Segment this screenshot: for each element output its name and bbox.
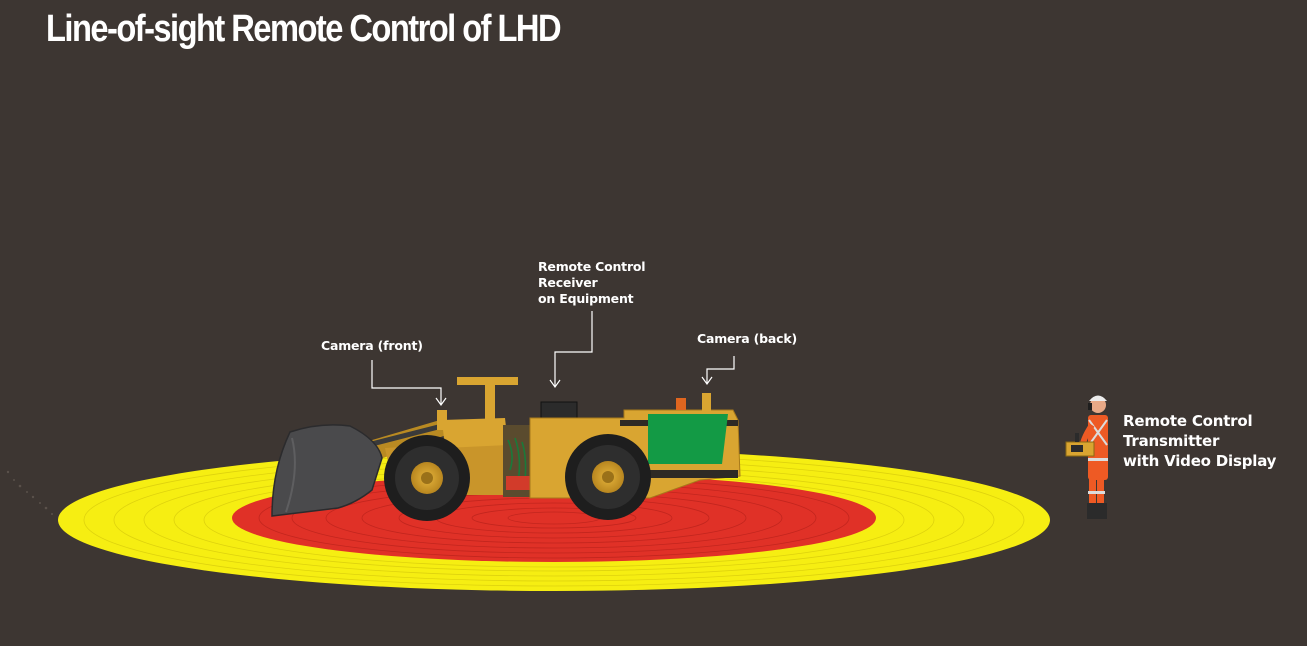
camera-front-label: Camera (front) — [321, 338, 423, 353]
receiver-label: Remote Control Receiver on Equipment — [538, 259, 646, 307]
camera-back-label: Camera (back) — [697, 331, 797, 346]
transmitter-label: Remote Control Transmitter with Video Di… — [1123, 411, 1276, 471]
receiver-label-line2: Receiver — [538, 275, 598, 290]
page-title: Line-of-sight Remote Control of LHD — [46, 8, 562, 50]
operator-icon — [1065, 395, 1108, 519]
transmitter-label-line3: with Video Display — [1123, 452, 1277, 470]
lhd-loader-icon — [271, 377, 741, 521]
transmitter-label-line1: Remote Control — [1123, 412, 1253, 430]
callout-lines — [371, 311, 735, 407]
receiver-label-line3: on Equipment — [538, 291, 634, 306]
receiver-label-line1: Remote Control — [538, 259, 646, 274]
debris — [6, 470, 53, 515]
transmitter-label-line2: Transmitter — [1123, 432, 1220, 450]
